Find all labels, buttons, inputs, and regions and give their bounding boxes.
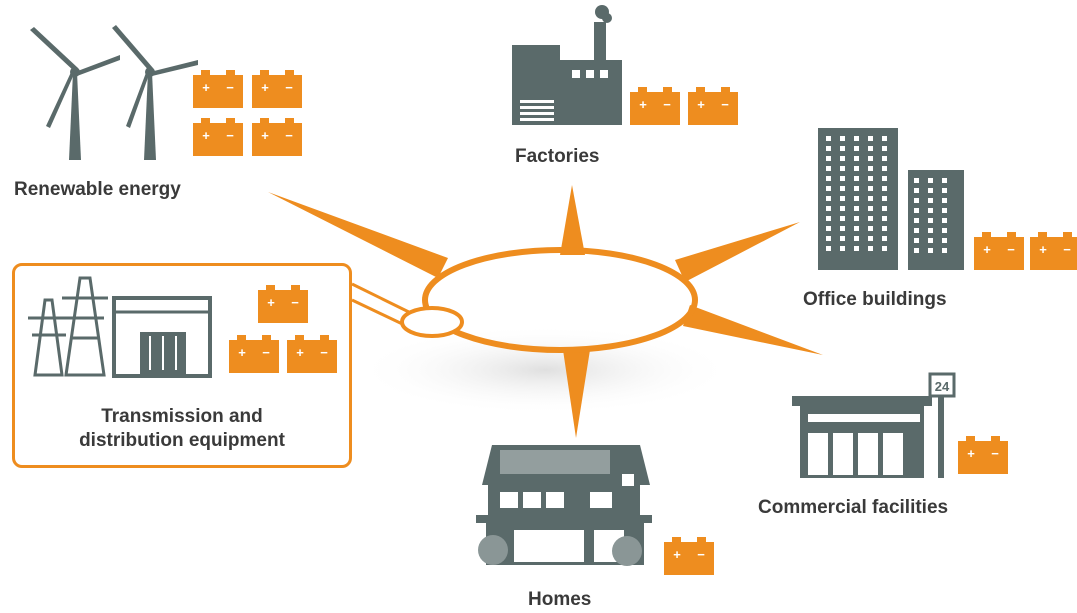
hub-ring xyxy=(422,247,698,353)
store-icon: 24 xyxy=(792,372,956,478)
house-icon xyxy=(476,445,652,566)
label-transmission: Transmission and distribution equipment xyxy=(12,405,352,453)
office-windows xyxy=(826,136,947,253)
renewable-batteries xyxy=(193,70,302,156)
wind-turbine-icon xyxy=(30,25,198,160)
label-homes: Homes xyxy=(528,589,592,610)
hub-shadow xyxy=(355,325,735,415)
label-transmission-line2: distribution equipment xyxy=(79,429,285,451)
label-office-buildings: Office buildings xyxy=(803,289,947,310)
factory-icon xyxy=(512,5,622,125)
home-battery xyxy=(664,537,714,575)
label-commercial-facilities: Commercial facilities xyxy=(758,497,949,518)
label-renewable-energy: Renewable energy xyxy=(14,179,181,200)
factory-batteries xyxy=(630,87,738,125)
label-transmission-line1: Transmission and xyxy=(101,406,263,427)
label-factories: Factories xyxy=(515,146,600,167)
store-sign-text: 24 xyxy=(935,379,950,394)
office-batteries xyxy=(974,232,1077,270)
commercial-battery xyxy=(958,436,1008,474)
hub-spikes xyxy=(268,185,823,438)
